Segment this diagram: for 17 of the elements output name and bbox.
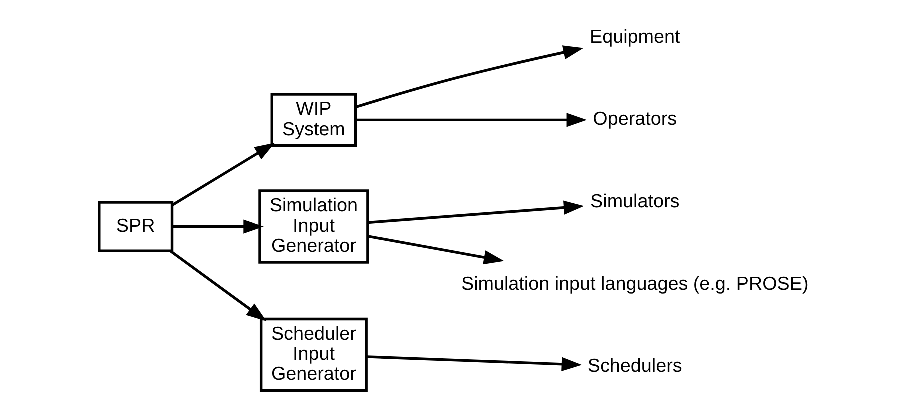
arrow xyxy=(356,113,588,128)
node-text: Simulation input languages (e.g. PROSE) xyxy=(461,274,809,295)
node-box: Scheduler Input Generator xyxy=(260,318,368,392)
arrow xyxy=(368,235,504,265)
arrow xyxy=(366,356,582,372)
node-box: Simulation Input Generator xyxy=(258,190,370,264)
node-box: SPR xyxy=(98,201,174,252)
node-text: Simulators xyxy=(590,191,680,212)
arrow xyxy=(172,142,276,206)
node-text: Equipment xyxy=(590,26,680,48)
arrow xyxy=(172,220,264,234)
arrow xyxy=(170,250,267,322)
arrow xyxy=(368,200,584,224)
node-text: Operators xyxy=(593,109,678,130)
node-box: WIP System xyxy=(270,93,358,148)
arrow xyxy=(356,46,584,108)
node-text: Schedulers xyxy=(588,356,682,378)
